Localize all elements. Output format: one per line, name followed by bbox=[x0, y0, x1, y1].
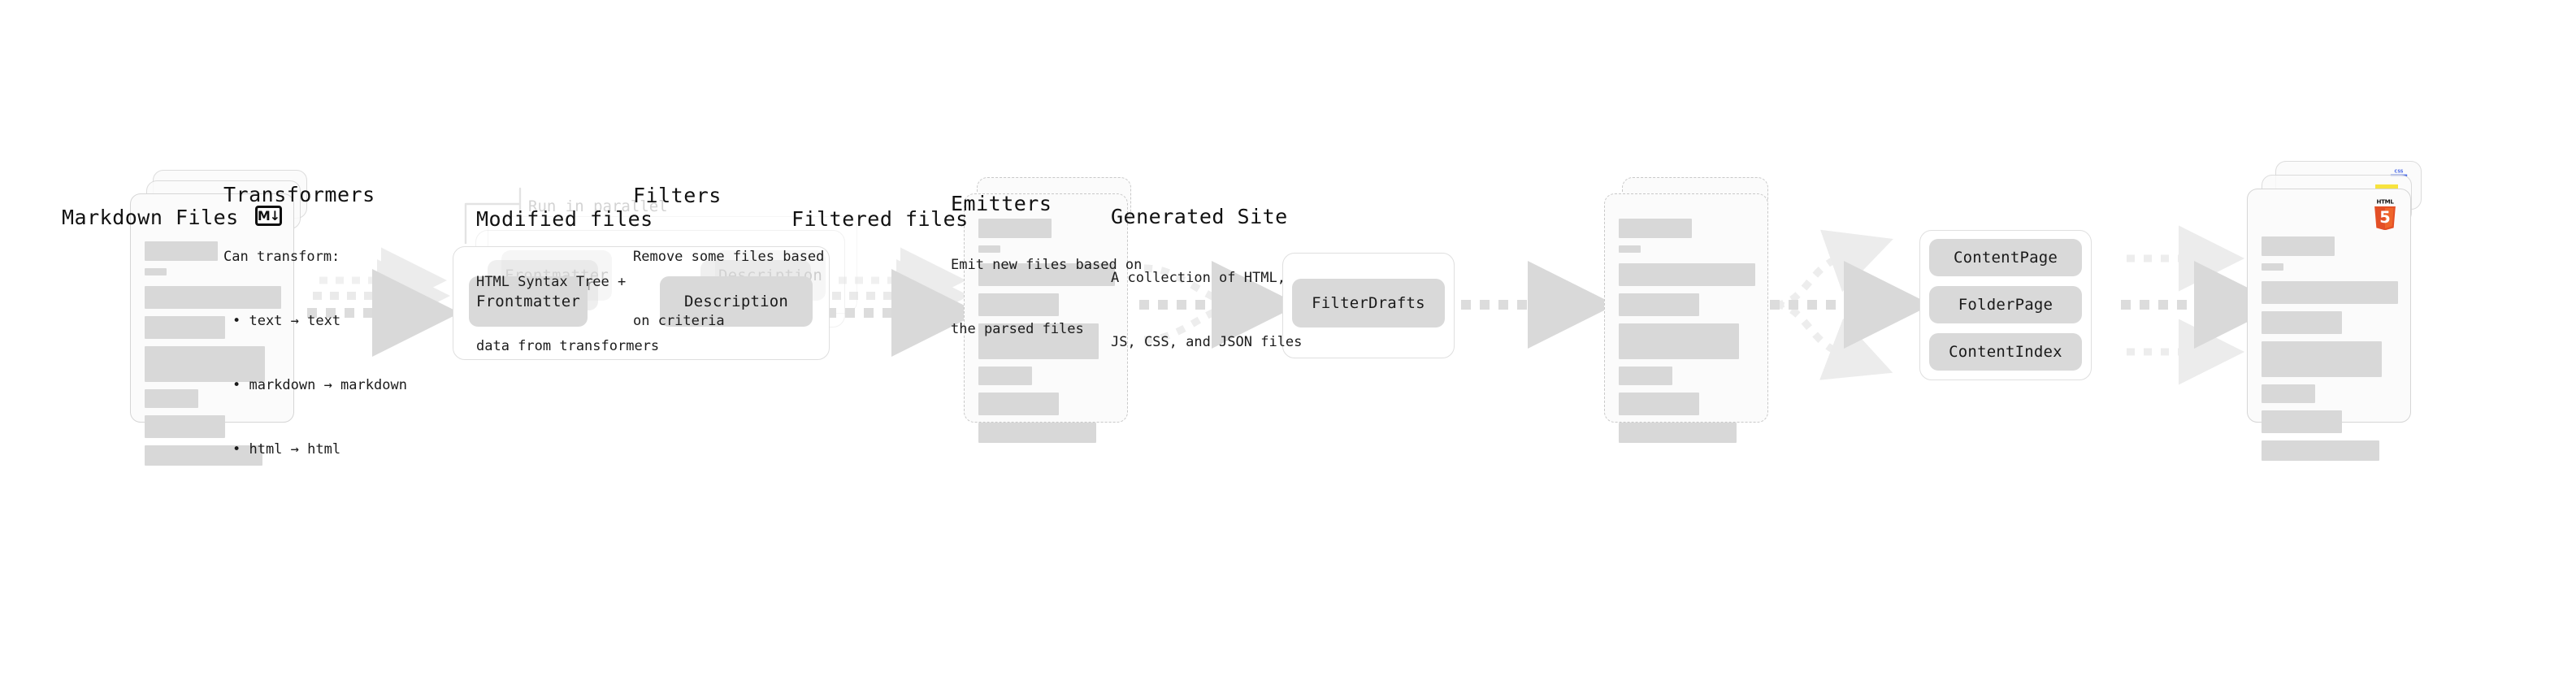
stage-subtitle-transformers: Can transform: • text → text • markdown … bbox=[223, 203, 407, 503]
svg-text:CSS: CSS bbox=[2395, 170, 2404, 175]
modified-sub-line: HTML Syntax Tree + bbox=[476, 273, 627, 290]
doc-bar bbox=[978, 293, 1059, 316]
markdown-badge: M↓ bbox=[255, 206, 282, 226]
emitter-chip-contentpage[interactable]: ContentPage bbox=[1929, 239, 2082, 276]
doc-bar bbox=[2262, 236, 2335, 256]
doc-bar bbox=[1619, 323, 1739, 359]
transformers-sub-line: • markdown → markdown bbox=[232, 376, 407, 393]
stage-filters: FilterDrafts Filters Remove some files b… bbox=[633, 184, 1455, 375]
stage-filtered-files: Filtered files bbox=[791, 177, 1768, 443]
doc-bar bbox=[145, 316, 225, 339]
doc-bar bbox=[978, 367, 1032, 385]
doc-bar bbox=[1619, 219, 1692, 238]
doc-bar bbox=[978, 219, 1052, 238]
stage-title-filtered-files: Filtered files bbox=[791, 207, 969, 231]
html5-badge: HTML 5 bbox=[2374, 198, 2396, 230]
doc-bar bbox=[145, 445, 262, 466]
filtered-doc-body bbox=[1619, 219, 1755, 450]
stage-title-emitters: Emitters bbox=[951, 192, 1052, 215]
doc-bar bbox=[2262, 440, 2379, 461]
stage-title-transformers: Transformers bbox=[223, 183, 375, 206]
doc-bar bbox=[978, 423, 1096, 443]
modified-doc-front bbox=[964, 193, 1128, 443]
modified-sub-line: data from transformers bbox=[476, 337, 660, 354]
doc-bar bbox=[145, 389, 198, 408]
emitter-chip-contentindex[interactable]: ContentIndex bbox=[1929, 333, 2082, 371]
modified-doc-body bbox=[978, 219, 1115, 450]
doc-bar bbox=[2262, 311, 2342, 334]
doc-bar bbox=[2262, 410, 2342, 433]
stage-title-markdown-files: Markdown Files bbox=[62, 206, 239, 229]
doc-bar bbox=[2262, 281, 2398, 304]
doc-bar bbox=[1619, 245, 1641, 253]
doc-bar bbox=[145, 268, 167, 275]
doc-bar bbox=[145, 415, 225, 438]
site-doc-body bbox=[2262, 236, 2398, 468]
doc-bar bbox=[978, 245, 1000, 253]
doc-bar bbox=[2262, 263, 2283, 271]
doc-bar bbox=[1619, 263, 1755, 286]
emitter-chip-folderpage[interactable]: FolderPage bbox=[1929, 286, 2082, 323]
doc-bar bbox=[1619, 423, 1737, 443]
doc-bar bbox=[1619, 393, 1699, 415]
transformers-sub-line: • html → html bbox=[232, 440, 341, 458]
doc-bar bbox=[145, 241, 218, 261]
filtered-doc-front bbox=[1604, 193, 1768, 443]
doc-bar bbox=[1619, 293, 1699, 316]
site-sub-line: JS, CSS, and JSON files bbox=[1111, 333, 1303, 350]
svg-text:HTML: HTML bbox=[2376, 198, 2394, 206]
transformers-sub-line: • text → text bbox=[232, 312, 341, 329]
markdown-doc-front: M↓ bbox=[130, 193, 294, 466]
doc-bar bbox=[145, 286, 281, 309]
doc-bar bbox=[978, 263, 1115, 286]
stage-subtitle-emitters: Emit new files based on the parsed files bbox=[951, 211, 1142, 383]
stage-transformers: Run in parallel Frontmatter Frontmatter … bbox=[0, 0, 857, 681]
stage-title-modified-files: Modified files bbox=[476, 207, 653, 231]
doc-bar bbox=[978, 393, 1059, 415]
stage-subtitle-modified-files: HTML Syntax Tree + data from transformer… bbox=[476, 228, 659, 400]
stage-title-generated-site: Generated Site bbox=[1111, 205, 1288, 228]
svg-text:5: 5 bbox=[2379, 208, 2390, 227]
doc-bar bbox=[2262, 341, 2382, 377]
doc-bar bbox=[145, 346, 265, 382]
site-doc-front: HTML 5 bbox=[2247, 189, 2411, 461]
transformer-chip-description[interactable]: Description bbox=[660, 276, 813, 327]
doc-bar bbox=[978, 323, 1099, 359]
filters-sub-line: Remove some files based bbox=[633, 248, 825, 265]
doc-bar bbox=[1619, 367, 1672, 385]
run-in-parallel-note: Run in parallel bbox=[528, 197, 668, 215]
stage-emitters: ContentPage FolderPage ContentIndex Emit… bbox=[951, 192, 2092, 383]
markdown-doc-body bbox=[145, 241, 281, 473]
emitters-sub-line: Emit new files based on bbox=[951, 256, 1143, 273]
filter-chip-filterdrafts[interactable]: FilterDrafts bbox=[1292, 279, 1445, 327]
stage-markdown-files: M↓ Markdown Files bbox=[0, 0, 341, 681]
stage-subtitle-filters: Remove some files based on criteria bbox=[633, 203, 824, 375]
stage-modified-files: Modified files HTML Syntax Tree + data f… bbox=[0, 0, 1219, 681]
filters-sub-line: on criteria bbox=[633, 312, 725, 329]
stage-title-filters: Filters bbox=[633, 184, 722, 207]
transformers-sub-line: Can transform: bbox=[223, 248, 340, 265]
doc-bar bbox=[2262, 384, 2315, 403]
transformer-chip-frontmatter[interactable]: Frontmatter bbox=[469, 276, 588, 327]
site-sub-line: A collection of HTML, bbox=[1111, 269, 1286, 286]
stage-subtitle-generated-site: A collection of HTML, JS, CSS, and JSON … bbox=[1111, 224, 1302, 396]
emitters-sub-line: the parsed files bbox=[951, 320, 1084, 337]
